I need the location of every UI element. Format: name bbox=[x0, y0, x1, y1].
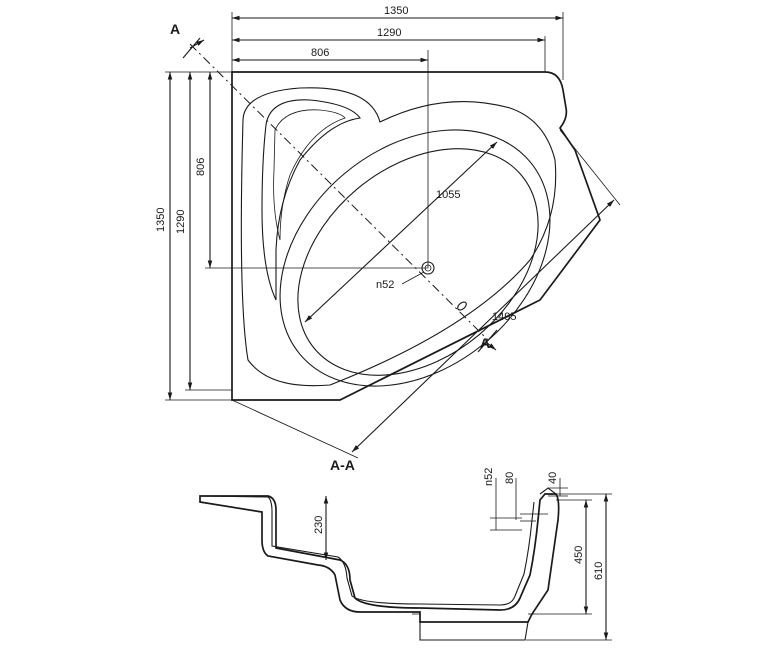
dim-width-total-label: 1350 bbox=[384, 5, 408, 17]
dim-610-label: 610 bbox=[593, 562, 605, 580]
section-marker-bottom: A bbox=[480, 335, 490, 351]
dim-front-label: 1495 bbox=[492, 311, 516, 323]
drain-label: n52 bbox=[376, 279, 394, 291]
dim-front-line bbox=[351, 199, 615, 453]
section-arrow-top bbox=[189, 39, 205, 49]
section-tick-top bbox=[182, 37, 201, 59]
section-profile-outer bbox=[199, 493, 560, 623]
dim-front-ext1 bbox=[559, 129, 621, 206]
dim-40-label: 40 bbox=[547, 472, 559, 484]
tub-armrest-inner bbox=[273, 109, 346, 241]
section-pedestal bbox=[419, 612, 529, 641]
dim-diagonal-line bbox=[304, 141, 498, 323]
dim-step-label: 230 bbox=[313, 516, 325, 534]
section-rim-right bbox=[539, 487, 557, 495]
drain-leader bbox=[401, 271, 425, 285]
dim-diagonal-label: 1055 bbox=[436, 189, 460, 201]
section-view: A-A 230 n52 80 40 450 610 bbox=[199, 457, 612, 641]
dim-width-center-label: 806 bbox=[311, 47, 329, 59]
tub-rim bbox=[240, 87, 557, 387]
dim-height-total-label: 1350 bbox=[155, 208, 167, 232]
top-view: A A 1055 1495 n52 1350 1290 806 1350 129… bbox=[155, 5, 621, 459]
dim-450-label: 450 bbox=[573, 546, 585, 564]
dim-height-center-label: 806 bbox=[195, 158, 207, 176]
section-marker-top: A bbox=[170, 21, 180, 37]
basin-inner bbox=[297, 148, 539, 376]
tub-armrest bbox=[261, 99, 361, 301]
section-title: A-A bbox=[330, 457, 355, 473]
dim-drain-label: n52 bbox=[483, 468, 495, 486]
dim-80-label: 80 bbox=[504, 472, 516, 484]
section-profile-inner bbox=[202, 495, 535, 606]
dim-height-inner-label: 1290 bbox=[175, 210, 187, 234]
dim-width-inner-label: 1290 bbox=[377, 27, 401, 39]
tub-outer-outline bbox=[231, 71, 601, 401]
dim-front-ext2 bbox=[231, 399, 359, 459]
overflow-hole bbox=[457, 301, 467, 311]
basin-outer bbox=[279, 129, 551, 387]
